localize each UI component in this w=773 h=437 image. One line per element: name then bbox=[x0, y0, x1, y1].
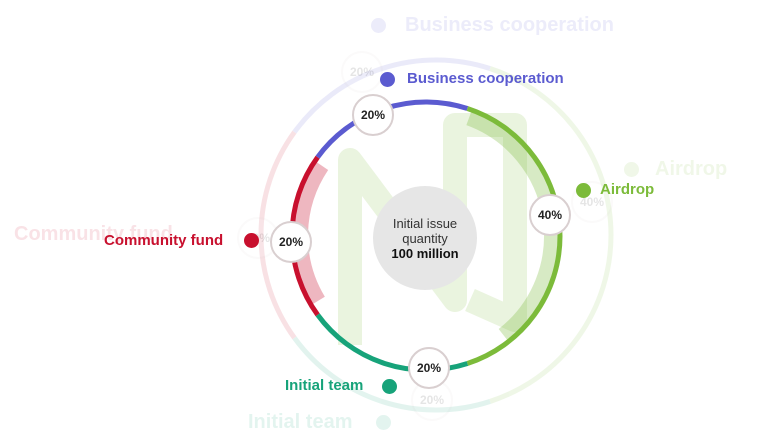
badge-business: 20% bbox=[352, 94, 394, 136]
legend-dot-airdrop bbox=[576, 183, 591, 198]
legend-label-airdrop: Airdrop bbox=[600, 181, 655, 198]
center-line-2: quantity bbox=[402, 230, 448, 246]
legend-label-team: Initial team bbox=[285, 377, 364, 394]
legend-dot-team bbox=[382, 379, 397, 394]
legend-dot-business bbox=[380, 72, 395, 87]
legend-label-business: Business cooperation bbox=[407, 70, 564, 87]
ghost-dot-team bbox=[376, 415, 391, 430]
ghost-label-business: Business cooperation bbox=[405, 14, 614, 36]
ghost-dot-business bbox=[371, 18, 386, 33]
ghost-slice-initial-team bbox=[292, 336, 491, 413]
ghost-dot-airdrop bbox=[624, 162, 639, 177]
ghost-badge-business: 20% bbox=[341, 51, 383, 93]
center-line-1: Initial issue bbox=[392, 215, 458, 231]
center-label: Initial issue quantity 100 million bbox=[373, 186, 477, 290]
badge-airdrop: 40% bbox=[529, 194, 571, 236]
legend-dot-community bbox=[244, 233, 259, 248]
ghost-slice-airdrop bbox=[489, 66, 614, 404]
ghost-label-airdrop: Airdrop bbox=[655, 158, 728, 180]
legend-label-community: Community fund bbox=[104, 232, 224, 249]
ghost-label-team: Initial team bbox=[248, 411, 353, 433]
slice-airdrop bbox=[466, 106, 563, 366]
badge-community: 20% bbox=[270, 221, 312, 263]
background-logo bbox=[338, 113, 527, 345]
ghost-label-community: Community fund bbox=[14, 223, 173, 245]
badge-team: 20% bbox=[408, 347, 450, 389]
center-line-3: 100 million bbox=[391, 245, 459, 261]
